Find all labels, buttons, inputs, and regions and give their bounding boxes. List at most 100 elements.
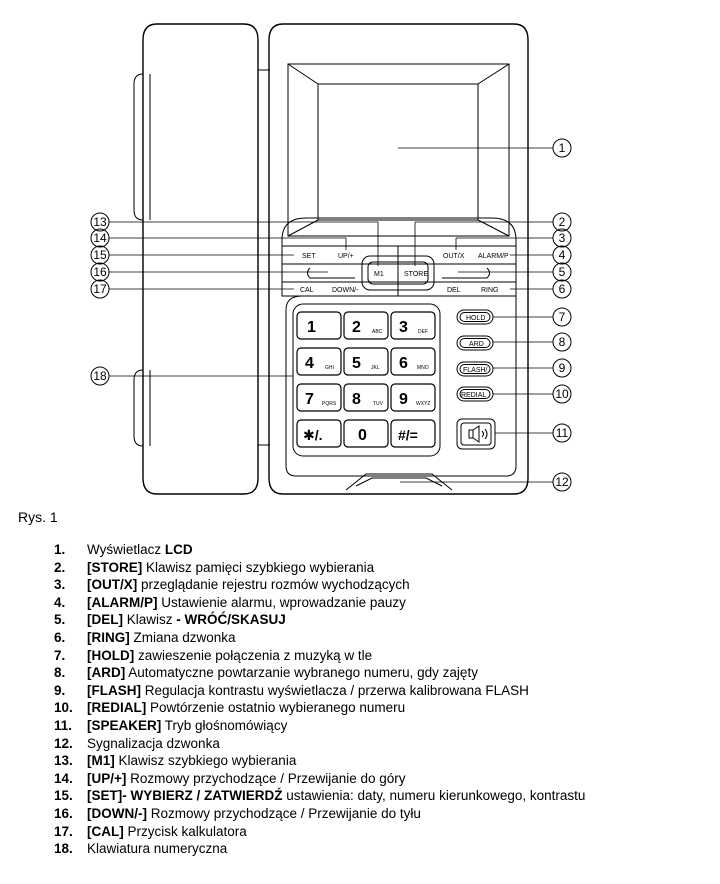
callout-9: 9	[559, 361, 566, 375]
keypad-sub-3: DEF	[418, 329, 428, 335]
phone-diagram: SET UP/+ M1 STORE OUT/X ALARM/P DOWN/- D…	[90, 23, 572, 495]
set-button[interactable]: SET	[302, 253, 316, 260]
legend-key: - WRÓĆ/SKASUJ	[176, 612, 286, 628]
legend-item: 11. [SPEAKER] Tryb głośnomówiący	[54, 717, 585, 735]
callout-2: 2	[559, 215, 566, 229]
legend-key: [SPEAKER]	[87, 717, 162, 733]
legend-key: [DOWN/-]	[87, 805, 147, 821]
legend-text: Tryb głośnomówiący	[161, 717, 288, 733]
legend-item: 16.[DOWN/-] Rozmowy przychodzące / Przew…	[54, 805, 585, 823]
legend-item: 15.[SET]- WYBIERZ / ZATWIERDŹ ustawienia…	[54, 787, 585, 805]
callout-7: 7	[559, 310, 566, 324]
ring-button[interactable]: RING	[481, 287, 499, 294]
legend-number: 15.	[54, 788, 73, 804]
legend-key: [REDIAL]	[87, 700, 147, 716]
hold-button[interactable]: HOLD	[466, 315, 485, 322]
legend-number: 5.	[54, 612, 66, 628]
keypad-sub-5: JKL	[371, 365, 380, 371]
alarm-p-button[interactable]: ALARM/P	[478, 253, 509, 260]
out-x-button[interactable]: OUT/X	[443, 253, 465, 260]
callout-13: 13	[93, 215, 107, 229]
up-button[interactable]: UP/+	[338, 253, 354, 260]
keypad-key-4[interactable]: 4	[305, 355, 314, 372]
legend-item: 7.[HOLD] zawieszenie połączenia z muzyką…	[54, 647, 585, 665]
keypad-key-1[interactable]: 1	[307, 319, 316, 336]
legend-item: 1.Wyświetlacz LCD	[54, 541, 585, 559]
keypad-key-star[interactable]: ✱/.	[303, 427, 323, 443]
keypad-key-3[interactable]: 3	[399, 319, 408, 336]
keypad-key-9[interactable]: 9	[399, 391, 408, 408]
legend-number: 17.	[54, 823, 73, 839]
store-button[interactable]: STORE	[404, 271, 428, 278]
legend-text: Powtórzenie ostatnio wybieranego numeru	[146, 700, 406, 716]
callout-circles	[90, 138, 572, 492]
legend-text: Klawiatura numeryczna	[87, 841, 228, 857]
function-buttons	[456, 309, 496, 450]
legend-item: 6.[RING] Zmiana dzwonka	[54, 629, 585, 647]
legend-text: Rozmowy przychodzące / Przewijanie do gó…	[126, 770, 406, 786]
legend-text: Ustawienie alarmu, wprowadzanie pauzy	[157, 594, 406, 610]
legend-text: Sygnalizacja dzwonka	[87, 735, 220, 751]
legend-key: [DEL]	[87, 612, 123, 628]
down-button[interactable]: DOWN/-	[332, 287, 359, 294]
legend-number: 8.	[54, 665, 66, 681]
keypad-panel	[285, 295, 517, 477]
legend-item: 13. [M1] Klawisz szybkiego wybierania	[54, 752, 585, 770]
legend-key: [HOLD]	[87, 647, 135, 663]
legend-number: 12.	[54, 735, 73, 751]
legend-number: 9.	[54, 682, 66, 698]
callout-6: 6	[559, 282, 566, 296]
keypad-key-0[interactable]: 0	[358, 427, 367, 444]
keypad-key-8[interactable]: 8	[352, 391, 361, 408]
legend-item: 10. [REDIAL] Powtórzenie ostatnio wybiera…	[54, 699, 585, 717]
keypad-key-hash[interactable]: #/=	[398, 427, 418, 443]
legend-key: [UP/+]	[87, 770, 127, 786]
callout-5: 5	[559, 265, 566, 279]
legend-key: [RING]	[87, 629, 130, 645]
del-button[interactable]: DEL	[447, 287, 461, 294]
keypad-sub-8: TUV	[373, 401, 384, 407]
m1-button[interactable]: M1	[374, 271, 384, 278]
callout-8: 8	[559, 335, 566, 349]
flash-button[interactable]: FLASH/	[463, 367, 488, 374]
legend-text: Klawisz szybkiego wybierania	[114, 753, 297, 769]
legend-text: zawieszenie połączenia z muzyką w tle	[134, 647, 373, 663]
legend-text: Klawisz	[123, 612, 177, 628]
legend-item: 12. Sygnalizacja dzwonka	[54, 735, 585, 753]
legend-text: Wyświetlacz	[87, 542, 165, 557]
legend-number: 13.	[54, 753, 73, 769]
legend-text: Przycisk kalkulatora	[123, 823, 247, 839]
legend-key: [M1]	[87, 753, 115, 769]
legend-text: przeglądanie rejestru rozmów wychodzącyc…	[137, 577, 410, 593]
keypad-key-2[interactable]: 2	[352, 319, 361, 336]
ard-button[interactable]: ARD	[469, 341, 484, 348]
legend-text: Zmiana dzwonka	[129, 629, 236, 645]
legend-item: 18. Klawiatura numeryczna	[54, 840, 585, 858]
legend-key: [OUT/X]	[87, 577, 138, 593]
callout-18: 18	[93, 369, 107, 383]
legend-key: [ARD]	[87, 665, 126, 681]
control-panel	[281, 217, 517, 297]
legend-number: 16.	[54, 805, 73, 821]
legend-number: 14.	[54, 770, 73, 786]
callout-3: 3	[559, 231, 566, 245]
keypad-key-6[interactable]: 6	[399, 355, 408, 372]
legend-number: 10.	[54, 700, 73, 716]
keypad-sub-4: GHI	[325, 365, 334, 371]
keypad-keys	[296, 311, 436, 448]
phone-base	[268, 23, 529, 495]
legend-item: 14. [UP/+] Rozmowy przychodzące / Przewij…	[54, 770, 585, 788]
legend-key: [SET]- WYBIERZ / ZATWIERDŹ	[87, 788, 283, 804]
cal-button[interactable]: CAL	[300, 287, 314, 294]
legend-number: 18.	[54, 841, 73, 857]
legend-number: 11.	[54, 717, 73, 733]
keypad-key-5[interactable]: 5	[352, 355, 361, 372]
legend-text: Klawisz pamięci szybkiego wybierania	[142, 559, 375, 575]
callout-14: 14	[93, 231, 107, 245]
keypad-key-7[interactable]: 7	[305, 391, 314, 408]
legend-text: Automatyczne powtarzanie wybranego numer…	[125, 665, 478, 681]
legend-item: 17.[CAL] Przycisk kalkulatora	[54, 823, 585, 841]
redial-button[interactable]: REDIAL	[461, 392, 486, 399]
legend-number: 2.	[54, 559, 66, 575]
figure-caption: Rys. 1	[18, 509, 58, 525]
